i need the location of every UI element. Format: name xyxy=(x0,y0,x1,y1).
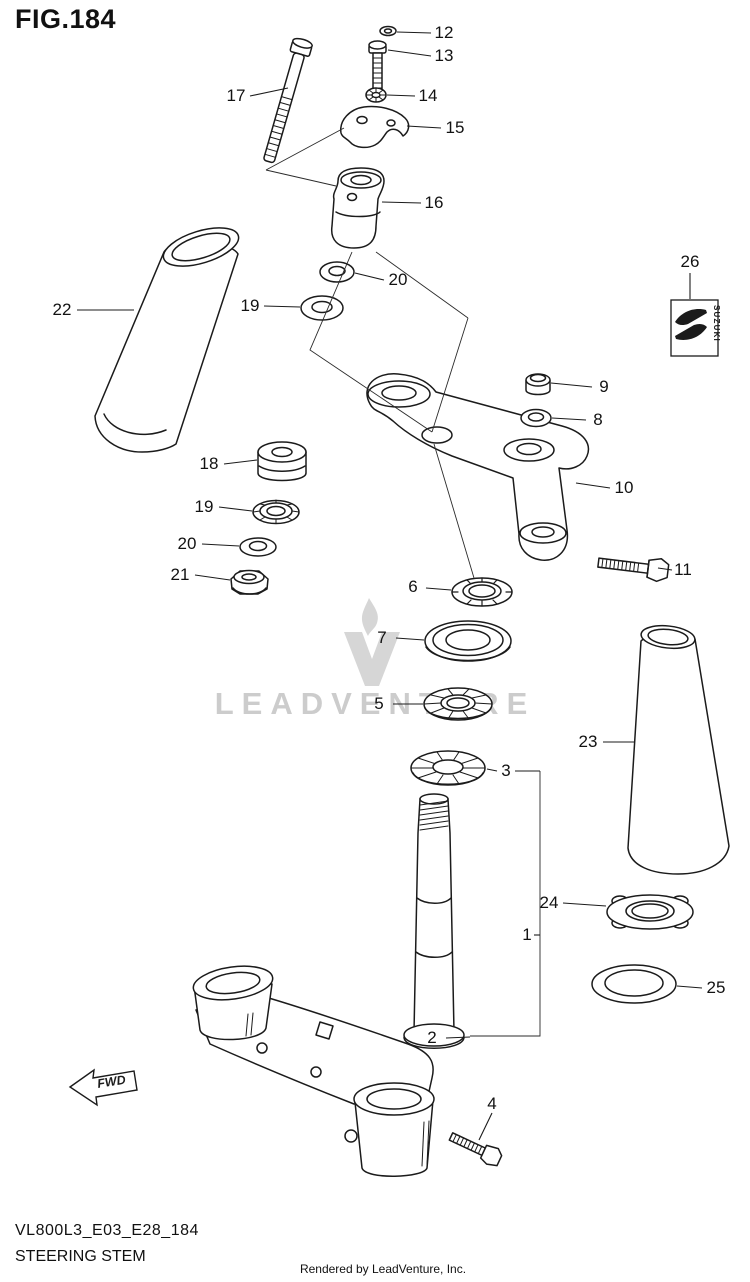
part-label-19-7: 19 xyxy=(240,296,260,315)
part-label-13-1: 13 xyxy=(434,46,454,65)
part-17 xyxy=(263,37,313,164)
part-label-9-10: 9 xyxy=(599,377,609,396)
part-2 xyxy=(192,965,435,1177)
part-label-25-25: 25 xyxy=(706,978,726,997)
part-19-lower xyxy=(252,499,300,525)
part-18 xyxy=(257,441,307,482)
suzuki-logo-box: SUZUKI xyxy=(670,299,721,357)
part-label-16-5: 16 xyxy=(424,193,444,212)
part-15 xyxy=(340,105,410,149)
construction-lines xyxy=(265,127,541,1037)
part-22 xyxy=(94,227,240,453)
fwd-arrow: FWD xyxy=(68,1068,138,1107)
part-16 xyxy=(330,167,385,249)
part-label-6-18: 6 xyxy=(408,577,418,596)
part-19-upper xyxy=(300,295,344,321)
render-credit: Rendered by LeadVenture, Inc. xyxy=(299,1262,467,1276)
part-label-20-15: 20 xyxy=(177,534,197,553)
part-label-17-2: 17 xyxy=(226,86,246,105)
part-label-26-9: 26 xyxy=(680,252,700,271)
part-8 xyxy=(520,408,552,428)
part-label-7-19: 7 xyxy=(377,628,387,647)
part-4 xyxy=(448,1132,503,1167)
figure-title: FIG.184 xyxy=(15,4,117,34)
part-23 xyxy=(627,624,730,875)
part-24 xyxy=(606,894,694,930)
part-label-11-17: 11 xyxy=(674,560,692,579)
part-12 xyxy=(379,25,397,37)
part-label-20-6: 20 xyxy=(388,270,408,289)
part-label-3-21: 3 xyxy=(501,761,511,780)
part-label-8-11: 8 xyxy=(593,410,603,429)
part-20-lower xyxy=(239,537,277,557)
part-label-14-3: 14 xyxy=(418,86,438,105)
part-25 xyxy=(591,964,677,1004)
part-1 xyxy=(403,793,465,1049)
leader-lines xyxy=(77,31,703,1141)
part-label-24-24: 24 xyxy=(539,893,559,912)
figure-name: STEERING STEM xyxy=(15,1248,146,1265)
part-label-22-8: 22 xyxy=(52,300,72,319)
part-label-4-27: 4 xyxy=(487,1094,497,1113)
part-21 xyxy=(230,569,269,595)
figure-code: VL800L3_E03_E28_184 xyxy=(15,1222,199,1239)
part-label-15-4: 15 xyxy=(445,118,465,137)
part-label-5-20: 5 xyxy=(374,694,384,713)
part-label-19-14: 19 xyxy=(194,497,214,516)
part-label-23-22: 23 xyxy=(578,732,598,751)
part-14 xyxy=(365,87,387,103)
part-9 xyxy=(525,373,551,396)
part-3 xyxy=(410,750,486,786)
part-label-12-0: 12 xyxy=(434,23,454,42)
part-13 xyxy=(368,40,387,93)
part-label-21-16: 21 xyxy=(170,565,190,584)
part-6 xyxy=(451,577,513,607)
part-label-2-26: 2 xyxy=(427,1028,437,1047)
part-5 xyxy=(423,687,493,721)
part-label-1-23: 1 xyxy=(522,925,532,944)
part-label-18-12: 18 xyxy=(199,454,219,473)
leadventure-watermark-icon xyxy=(344,598,400,686)
part-label-10-13: 10 xyxy=(614,478,634,497)
fwd-label: FWD xyxy=(96,1073,126,1091)
suzuki-s-icon xyxy=(675,309,707,340)
part-11 xyxy=(597,557,670,583)
part-7 xyxy=(424,620,512,662)
suzuki-logo-text: SUZUKI xyxy=(712,305,721,342)
